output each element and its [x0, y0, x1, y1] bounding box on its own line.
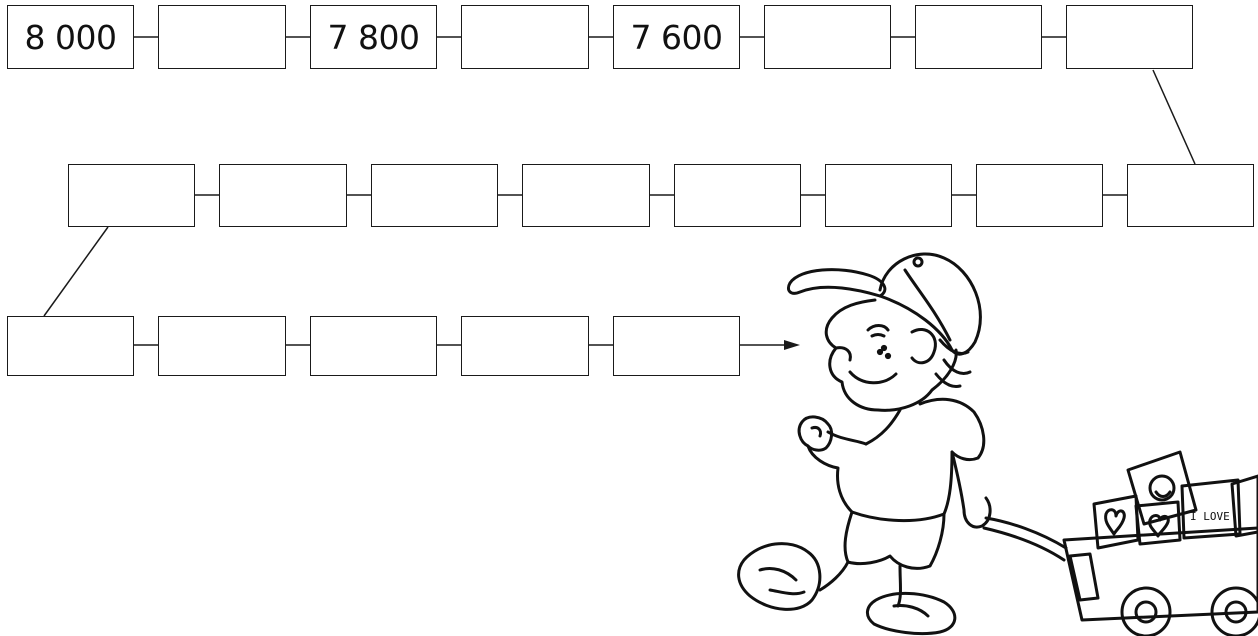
sequence-box-7[interactable] — [915, 5, 1042, 69]
sequence-box-5: 7 600 — [613, 5, 740, 69]
shoe-back — [739, 544, 820, 610]
sequence-box-16[interactable] — [68, 164, 195, 227]
cap-button — [914, 258, 922, 266]
card — [1094, 496, 1138, 548]
sequence-box-6[interactable] — [764, 5, 891, 69]
ear — [912, 329, 935, 362]
cap-brim — [788, 270, 884, 296]
connector-line — [1153, 70, 1195, 164]
sequence-box-8[interactable] — [1066, 5, 1193, 69]
sequence-box-18[interactable] — [158, 316, 286, 376]
sequence-box-3: 7 800 — [310, 5, 437, 69]
card-text: I LOVE — [1190, 510, 1230, 523]
sequence-box-4[interactable] — [461, 5, 589, 69]
eye — [868, 326, 888, 331]
shoe-front — [867, 593, 954, 633]
boy-pulling-wagon-illustration: I LOVE — [690, 240, 1258, 636]
card-lettering: I LOVE — [1190, 510, 1230, 523]
sequence-box-11[interactable] — [825, 164, 952, 227]
sequence-box-1: 8 000 — [7, 5, 134, 69]
sequence-box-15[interactable] — [219, 164, 347, 227]
wagon-wheel — [1122, 588, 1170, 636]
sequence-box-17[interactable] — [7, 316, 134, 376]
heart-icon — [1106, 510, 1125, 534]
sequence-box-19[interactable] — [310, 316, 437, 376]
sequence-box-2[interactable] — [158, 5, 286, 69]
sequence-box-12[interactable] — [674, 164, 801, 227]
sequence-box-9[interactable] — [1127, 164, 1254, 227]
smile — [850, 372, 896, 383]
fist — [799, 417, 832, 450]
sequence-box-10[interactable] — [976, 164, 1103, 227]
connector-line — [44, 227, 108, 316]
sequence-box-14[interactable] — [371, 164, 498, 227]
sequence-box-13[interactable] — [522, 164, 650, 227]
sequence-box-20[interactable] — [461, 316, 589, 376]
